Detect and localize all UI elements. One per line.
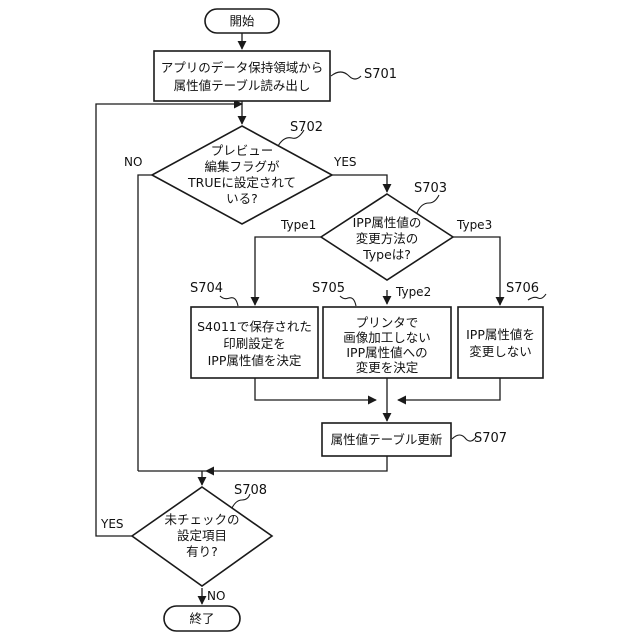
s704-line-3: IPP属性値を決定 (208, 353, 302, 368)
s701-line-1: アプリのデータ保持領域から (161, 60, 324, 75)
s703-leader-line (417, 195, 439, 213)
s708-line-3: 有り? (186, 544, 218, 559)
node-s707: 属性値テーブル更新 S707 (322, 423, 507, 456)
s703-step-label: S703 (414, 181, 447, 196)
arrow-s704-merge (255, 378, 376, 400)
s706-line-2: 変更しない (469, 344, 532, 359)
s702-line-2: 編集フラグが (204, 159, 280, 174)
end-label: 終了 (189, 611, 214, 626)
s701-line-2: 属性値テーブル読み出し (174, 78, 311, 93)
s704-line-1: S4011で保存された (197, 319, 312, 334)
s701-leader-line (331, 72, 361, 79)
s702-step-label: S702 (290, 120, 323, 135)
s706-process-box (458, 307, 543, 378)
arrow-s707-merge (206, 456, 387, 471)
node-s703: IPP属性値の 変更方法の Typeは? S703 (321, 181, 453, 280)
node-s702: プレビュー 編集フラグが TRUEに設定されて いる? S702 (152, 120, 332, 224)
s706-step-label: S706 (506, 281, 539, 296)
s702-yes-label: YES (333, 155, 357, 169)
s705-line-2: 画像加工しない (343, 330, 431, 345)
s704-leader-line (220, 296, 238, 306)
s707-leader-line (452, 435, 476, 441)
node-end: 終了 (164, 606, 240, 631)
node-s704: S4011で保存された 印刷設定を IPP属性値を決定 S704 (190, 281, 318, 378)
s705-step-label: S705 (312, 281, 345, 296)
arrow-s703-type3 (453, 237, 500, 305)
s703-line-1: IPP属性値の (353, 215, 422, 230)
arrow-s706-merge (398, 378, 500, 400)
s703-type2-label: Type2 (395, 285, 431, 299)
s705-line-1: プリンタで (356, 315, 419, 330)
s708-no-label: NO (207, 589, 225, 603)
s708-yes-label: YES (100, 517, 124, 531)
s702-line-3: TRUEに設定されて (187, 175, 296, 190)
s708-line-2: 設定項目 (177, 528, 227, 543)
s708-line-1: 未チェックの (164, 512, 239, 527)
s701-step-label: S701 (364, 67, 397, 82)
node-start: 開始 (205, 9, 279, 33)
s705-line-4: 変更を決定 (356, 360, 419, 375)
s707-line-1: 属性値テーブル更新 (331, 432, 443, 447)
s702-no-label: NO (124, 155, 142, 169)
s704-step-label: S704 (190, 281, 223, 296)
s704-line-2: 印刷設定を (223, 336, 286, 351)
node-s708: 未チェックの 設定項目 有り? S708 (132, 483, 272, 586)
s702-line-4: いる? (226, 191, 258, 206)
arrow-s702-yes (332, 175, 387, 192)
s703-line-2: 変更方法の (356, 231, 419, 246)
s705-line-3: IPP属性値への (346, 345, 427, 360)
s707-step-label: S707 (474, 431, 507, 446)
s703-type3-label: Type3 (456, 218, 492, 232)
s706-line-1: IPP属性値を (466, 327, 535, 342)
s701-process-box (154, 51, 330, 101)
node-s706: IPP属性値を 変更しない S706 (458, 281, 546, 378)
start-label: 開始 (229, 14, 255, 29)
s702-line-1: プレビュー (211, 143, 274, 158)
s705-leader-line (340, 296, 356, 306)
line-s702-no (138, 175, 152, 471)
s703-line-3: Typeは? (362, 247, 411, 262)
s703-type1-label: Type1 (280, 218, 316, 232)
s708-step-label: S708 (234, 483, 267, 498)
node-s701: アプリのデータ保持領域から 属性値テーブル読み出し S701 (154, 51, 397, 101)
